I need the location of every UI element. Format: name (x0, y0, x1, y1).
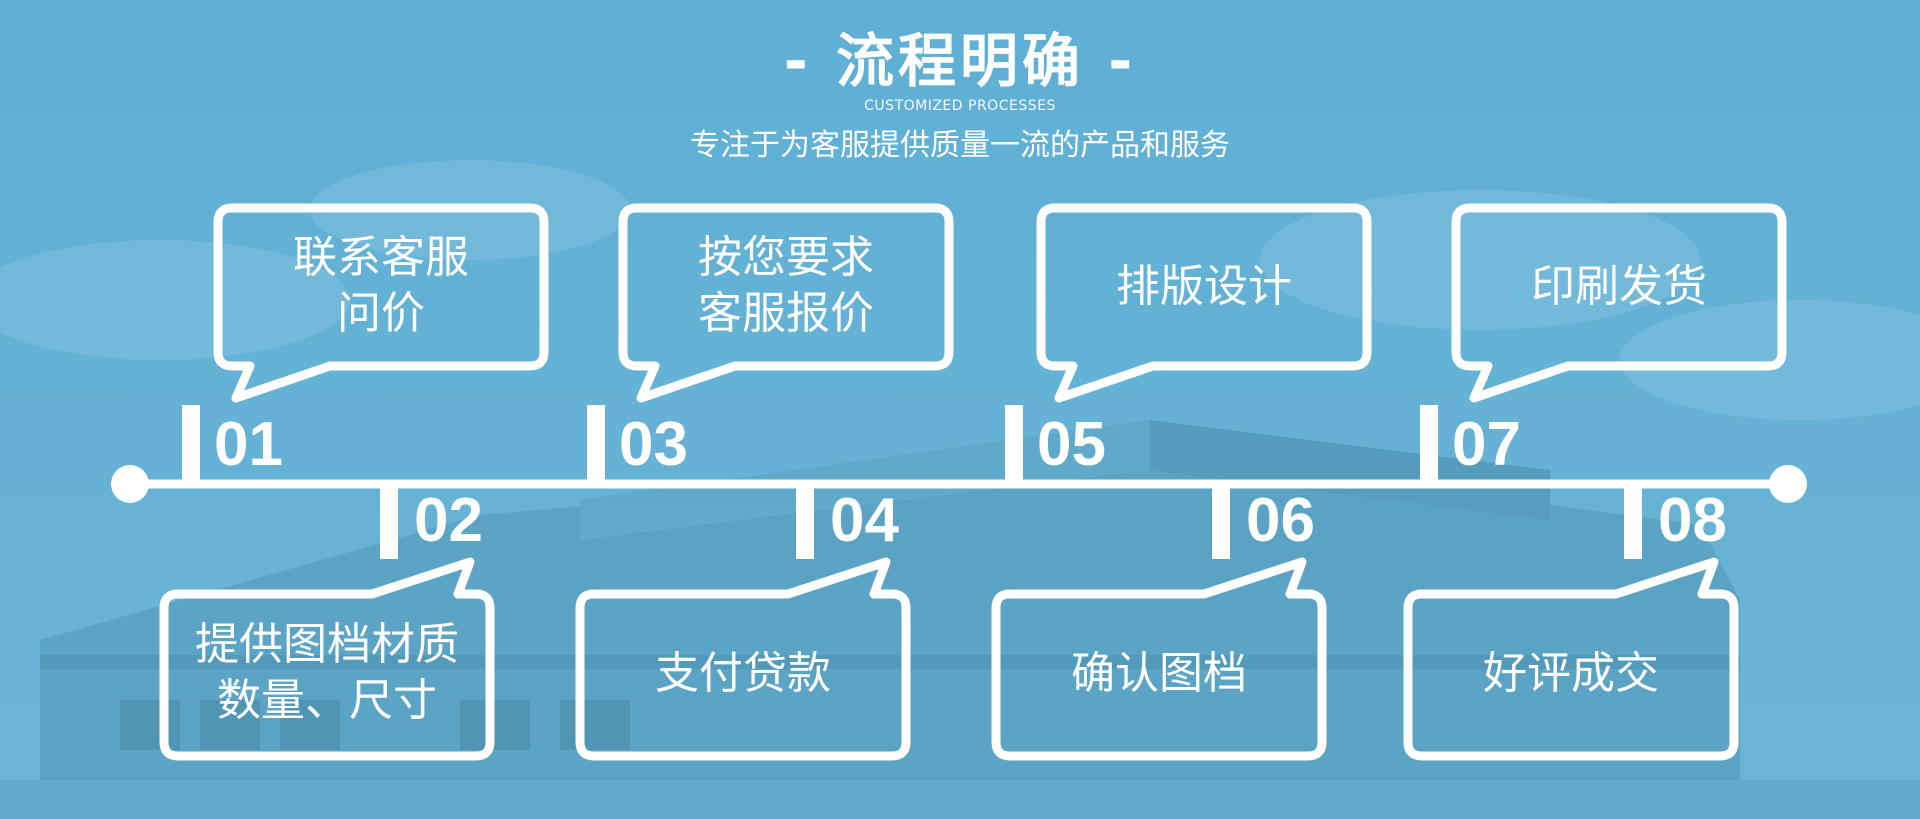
step-08-bubble (1403, 557, 1739, 761)
step-01-bubble (213, 203, 549, 403)
step-08-number: 08 (1658, 486, 1727, 555)
step-04-marker (796, 484, 814, 559)
step-05-number: 05 (1037, 410, 1106, 479)
step-06-number: 06 (1246, 486, 1315, 555)
step-06-bubble (991, 557, 1327, 761)
step-08-marker (1624, 484, 1642, 559)
step-08-text: 好评成交 (1483, 648, 1659, 699)
step-02-number: 02 (414, 486, 483, 555)
step-02-bubble (159, 557, 495, 761)
page-subtitle: 专注于为客服提供质量一流的产品和服务 (690, 128, 1230, 163)
step-05-marker (1005, 405, 1023, 484)
step-07-number: 07 (1452, 410, 1521, 479)
step-03-text: 按您要求 客服报价 (698, 232, 874, 339)
step-03-bubble (618, 203, 954, 403)
step-07-bubble (1451, 203, 1787, 403)
step-01-marker (182, 405, 200, 484)
step-07-text: 印刷发货 (1531, 261, 1707, 312)
page-subtitle-english: CUSTOMIZED PROCESSES (864, 98, 1056, 114)
step-02-marker (380, 484, 398, 559)
step-03-number: 03 (619, 410, 688, 479)
timeline-start-dot (111, 465, 149, 503)
step-02-text: 提供图档材质 数量、尺寸 (195, 619, 459, 726)
step-06-marker (1212, 484, 1230, 559)
warehouse-illustration (0, 420, 1920, 819)
step-04-bubble (575, 557, 911, 761)
step-01-text: 联系客服 问价 (293, 232, 469, 339)
step-07-marker (1420, 405, 1438, 484)
timeline-end-dot (1769, 465, 1807, 503)
step-03-marker (587, 405, 605, 484)
step-05-text: 排版设计 (1116, 261, 1292, 312)
step-06-text: 确认图档 (1071, 648, 1247, 699)
step-01-number: 01 (214, 410, 283, 479)
step-05-bubble (1036, 203, 1372, 403)
step-04-text: 支付贷款 (655, 648, 831, 699)
page-title: - 流程明确 - (783, 27, 1137, 95)
step-04-number: 04 (830, 486, 899, 555)
